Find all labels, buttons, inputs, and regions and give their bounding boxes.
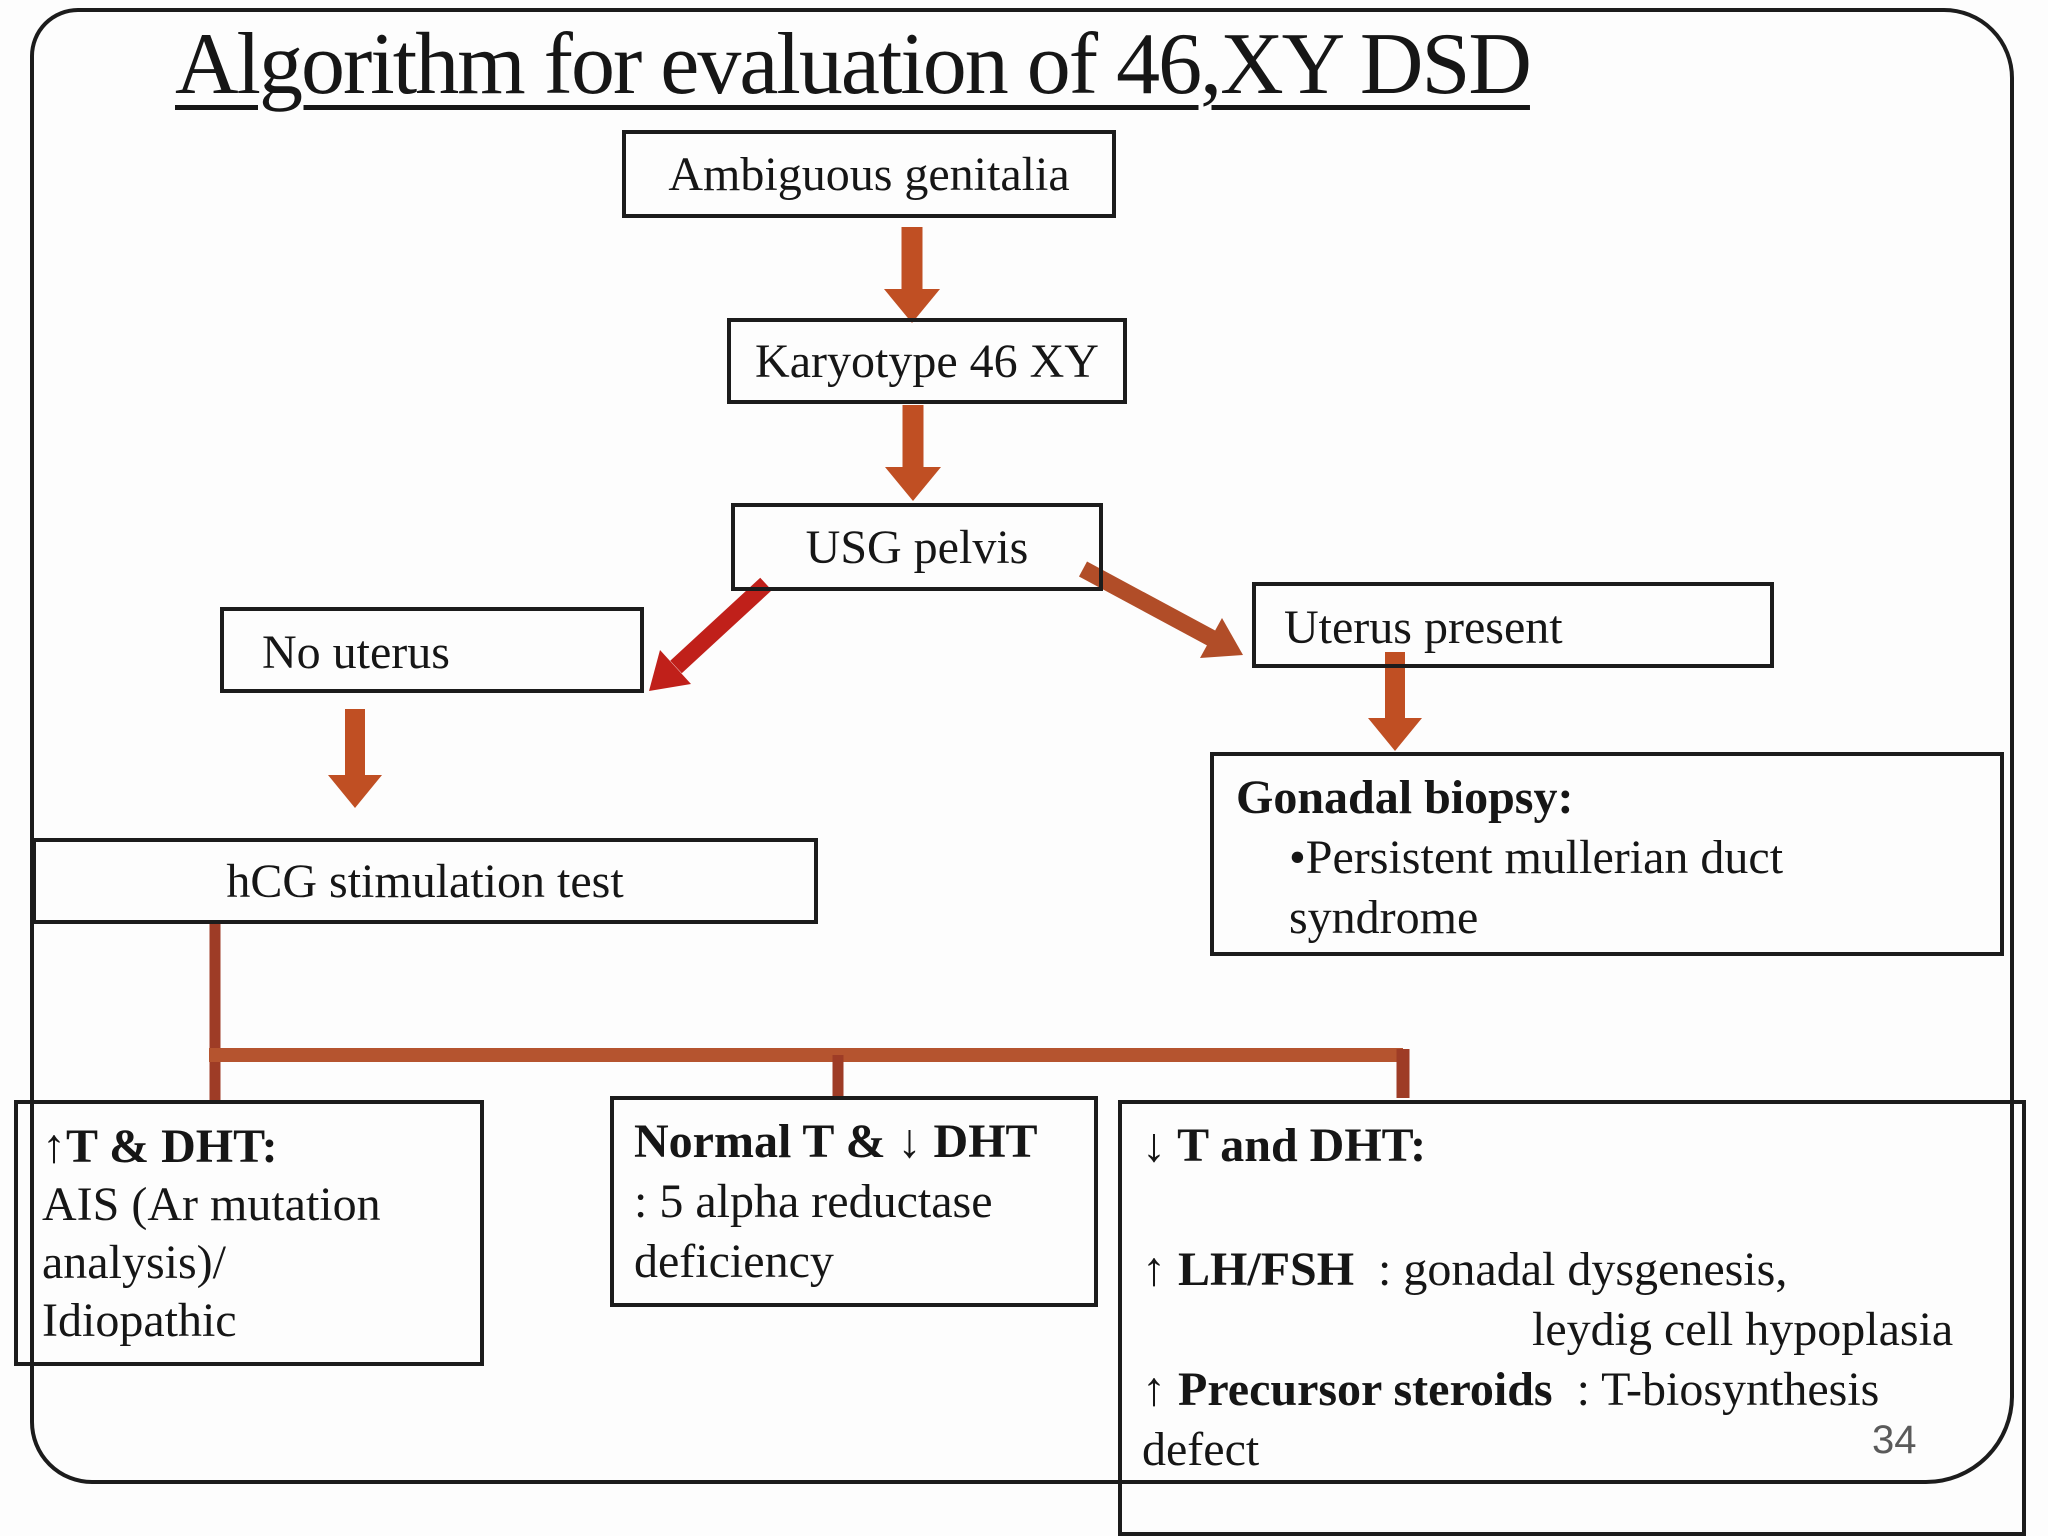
outcome-heading: ↑T & DHT: [42,1120,278,1173]
arrow-karyotype-to-usg [885,405,941,501]
node-outcome-normal-t-low-dht: Normal T & ↓ DHT : 5 alpha reductase def… [610,1096,1098,1307]
outcome-line: Idiopathic [42,1294,237,1347]
outcome-line: deficiency [634,1235,834,1288]
arrow-uterus-to-gonadal [1368,652,1422,751]
gonadal-biopsy-bullet-cont: syndrome [1289,891,1479,944]
gonadal-biopsy-bullet: •Persistent mullerian duct [1289,831,1784,884]
page-number: 34 [1872,1418,1917,1462]
node-no-uterus: No uterus [220,607,644,693]
precursor-steroids-text-cont: defect [1142,1423,1260,1476]
node-label: No uterus [262,626,450,679]
lh-fsh-row: ↑ LH/FSH : gonadal dysgenesis, [1142,1240,2022,1300]
precursor-steroids-text: : T-biosynthesis [1576,1363,1880,1416]
outcome-line: : 5 alpha reductase [634,1175,993,1228]
node-gonadal-biopsy: Gonadal biopsy: •Persistent mullerian du… [1210,752,2004,956]
lh-fsh-text: : gonadal dysgenesis, [1378,1243,1788,1296]
slide-border [30,8,2014,1484]
node-outcome-high-t-dht: ↑T & DHT: AIS (Ar mutation analysis)/ Id… [14,1100,484,1366]
arrow-usg-to-no-uterus [649,577,772,691]
node-label: Karyotype 46 XY [755,334,1099,388]
outcome-line: AIS (Ar mutation [42,1178,381,1231]
node-label: Uterus present [1284,601,1563,654]
outcome-line: analysis)/ [42,1236,226,1289]
node-label: USG pelvis [805,520,1029,574]
precursor-steroids-row: ↑ Precursor steroids : T-biosynthesis [1142,1360,2022,1420]
node-outcome-low-t-dht: ↓ T and DHT: ↑ LH/FSH : gonadal dysgenesi… [1118,1100,2026,1536]
outcome-heading: ↓ T and DHT: [1142,1119,1427,1172]
node-ambiguous-genitalia: Ambiguous genitalia [622,130,1116,218]
hcg-branch-connector [209,924,1410,1100]
precursor-steroids-label: ↑ Precursor steroids [1142,1363,1553,1416]
node-label: Ambiguous genitalia [668,147,1070,201]
arrow-usg-to-uterus-present [1078,561,1243,658]
node-karyotype-46xy: Karyotype 46 XY [727,318,1127,404]
node-hcg-stimulation-test: hCG stimulation test [32,838,818,924]
page-title: Algorithm for evaluation of 46,XY DSD [175,16,1532,113]
gonadal-biopsy-heading: Gonadal biopsy: [1236,771,1574,824]
arrow-no-uterus-to-hcg [328,709,382,808]
lh-fsh-label: ↑ LH/FSH [1142,1243,1355,1296]
lh-fsh-text-cont: leydig cell hypoplasia [1532,1303,1954,1356]
arrow-ambiguous-to-karyotype [884,227,940,323]
node-usg-pelvis: USG pelvis [731,503,1103,591]
outcome-heading: Normal T & ↓ DHT [634,1115,1038,1168]
node-label: hCG stimulation test [226,854,624,908]
node-uterus-present: Uterus present [1252,582,1774,668]
